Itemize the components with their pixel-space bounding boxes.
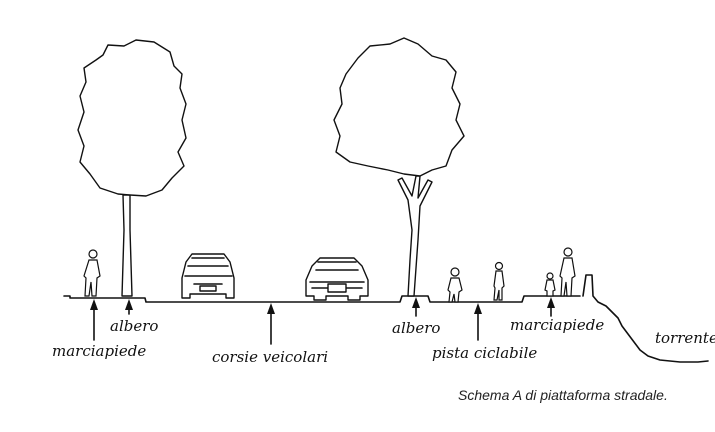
tree-right-icon (333, 37, 465, 297)
tree-left-icon (77, 39, 187, 297)
arrow-up-icon (267, 303, 275, 345)
caption: Schema A di piattaforma stradale. (458, 387, 668, 403)
embankment (582, 274, 709, 363)
pedestrian-left-icon (83, 249, 101, 297)
pedestrian-right-icon (559, 247, 576, 297)
car-left-icon (181, 253, 235, 299)
label-torrente: torrente (655, 329, 715, 347)
pedestrian-bike-2-icon (493, 261, 505, 301)
label-corsie-veicolari: corsie veicolari (212, 348, 328, 366)
car-right-icon (305, 257, 369, 301)
label-marciapiede-right: marciapiede (510, 316, 604, 334)
arrow-up-icon (412, 297, 420, 317)
arrow-up-icon (90, 299, 98, 341)
ground-profile (63, 295, 581, 303)
label-marciapiede-left: marciapiede (52, 342, 146, 360)
label-pista-ciclabile: pista ciclabile (432, 344, 537, 362)
arrow-up-icon (547, 297, 555, 317)
arrow-up-icon (474, 303, 482, 341)
arrow-up-icon (125, 299, 133, 315)
pedestrian-child-icon (544, 272, 556, 297)
label-albero-left: albero (110, 317, 158, 335)
label-albero-right: albero (392, 319, 440, 337)
pedestrian-bike-1-icon (447, 267, 463, 303)
